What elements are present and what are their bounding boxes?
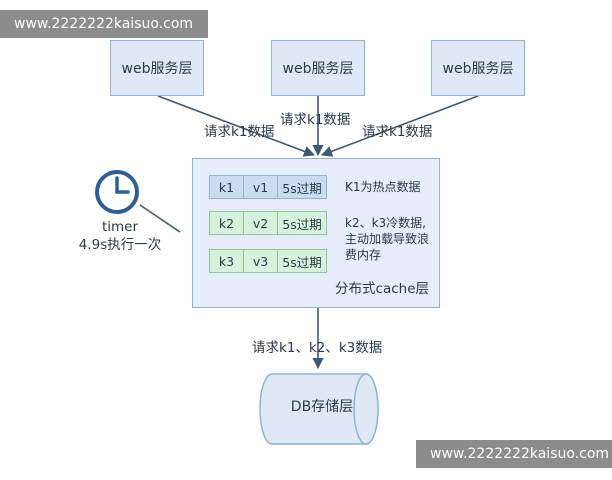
cache-key: k3 bbox=[210, 250, 244, 272]
hot-data-note: K1为热点数据 bbox=[345, 180, 421, 194]
watermark-bottom: www.2222222kaisuo.com bbox=[416, 440, 612, 468]
cold-data-note: k2、k3冷数据, 主动加载导致浪 费内存 bbox=[345, 215, 437, 263]
cache-key: k1 bbox=[210, 176, 244, 198]
watermark-top: www.2222222kaisuo.com bbox=[0, 10, 208, 38]
cache-layer-label: 分布式cache层 bbox=[335, 281, 429, 297]
cache-value: v3 bbox=[244, 250, 278, 272]
timer-text: timer 4.9s执行一次 bbox=[68, 218, 172, 254]
arrow-right-service-to-cache bbox=[320, 95, 479, 157]
clock-icon bbox=[95, 170, 139, 214]
cache-ttl: 5s过期 bbox=[282, 216, 322, 232]
web-service-label: web服务层 bbox=[282, 61, 354, 77]
timer-link-line bbox=[139, 204, 181, 233]
arrow-left-service-to-cache bbox=[157, 95, 316, 157]
cold-data-note-line: k2、k3冷数据, bbox=[345, 216, 426, 230]
request-label-down: 请求k1、k2、k3数据 bbox=[252, 340, 383, 356]
cache-key: k2 bbox=[210, 212, 244, 234]
request-label-right: 请求k1数据 bbox=[362, 124, 433, 140]
request-label-middle: 请求k1数据 bbox=[280, 112, 351, 128]
cold-data-note-line: 主动加载导致浪 bbox=[345, 232, 430, 246]
web-service-box-right: web服务层 bbox=[431, 40, 525, 96]
request-label-left: 请求k1数据 bbox=[204, 124, 275, 140]
cache-ttl: 5s过期 bbox=[282, 254, 322, 270]
cache-value: v1 bbox=[244, 176, 278, 198]
web-service-label: web服务层 bbox=[442, 61, 514, 77]
web-service-label: web服务层 bbox=[121, 61, 193, 77]
timer-title: timer bbox=[101, 219, 139, 235]
db-cylinder-icon bbox=[259, 373, 379, 445]
timer-description: 4.9s执行一次 bbox=[78, 237, 162, 253]
db-layer-label: DB存储层 bbox=[290, 399, 354, 415]
web-service-box-left: web服务层 bbox=[110, 40, 204, 96]
cache-row-k1: k1 v1 5s过期 bbox=[209, 175, 327, 199]
cache-value: v2 bbox=[244, 212, 278, 234]
cache-row-k2: k2 v2 5s过期 bbox=[209, 211, 327, 235]
cold-data-note-line: 费内存 bbox=[345, 248, 382, 262]
distributed-cache-box: k1 v1 5s过期 k2 v2 5s过期 k3 v3 5s过期 K1为热点数据… bbox=[192, 158, 440, 308]
cache-ttl: 5s过期 bbox=[282, 180, 322, 196]
web-service-box-middle: web服务层 bbox=[271, 40, 365, 96]
cache-row-k3: k3 v3 5s过期 bbox=[209, 249, 327, 273]
